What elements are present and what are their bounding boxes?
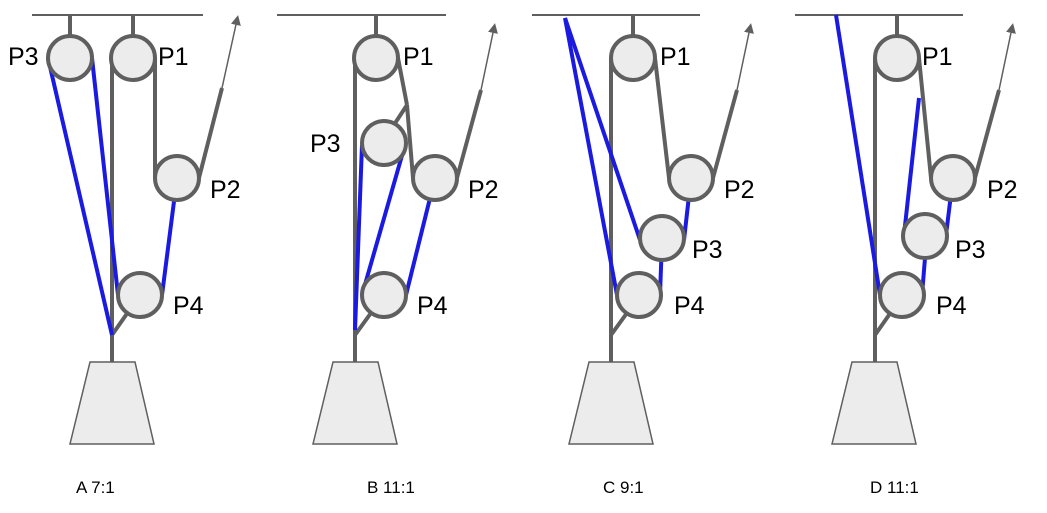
blue-rope-a-1 <box>46 57 114 336</box>
pulley-p2-b <box>411 154 459 202</box>
blue-rope-b-2 <box>360 144 407 296</box>
pulley-p3-a <box>46 34 94 82</box>
pulley-p2-d <box>929 154 977 202</box>
caption-b: B 11:1 <box>367 478 415 497</box>
pulley-p4-d <box>878 271 926 319</box>
option-a: P3 P1 P2 P4 A 7:1 <box>8 14 241 497</box>
pull-arrow-b <box>480 23 498 91</box>
label-p4-d: P4 <box>936 292 967 320</box>
caption-a: A 7:1 <box>76 478 115 497</box>
label-p2-b: P2 <box>468 176 499 204</box>
caption-c: C 9:1 <box>603 478 644 497</box>
blue-rope-d-2 <box>902 97 921 236</box>
pulley-p4-c <box>615 271 663 319</box>
rope-d-2 <box>917 57 933 179</box>
pull-arrow-a <box>221 15 241 89</box>
load-d <box>831 361 917 445</box>
label-p2-d: P2 <box>987 176 1018 204</box>
label-p1-a: P1 <box>158 43 189 71</box>
blue-rope-a-2 <box>90 57 120 296</box>
rope-b-2 <box>396 57 409 106</box>
blue-rope-c-1 <box>563 17 642 241</box>
pulley-p3-d <box>901 212 949 260</box>
pulley-p1-b <box>352 34 400 82</box>
pulley-p1-a <box>109 34 157 82</box>
label-p4-c: P4 <box>674 292 705 320</box>
label-p3-a: P3 <box>8 43 39 71</box>
rope-c-pull <box>711 89 739 179</box>
option-c: P1 P2 P3 P4 C 9:1 <box>532 14 755 497</box>
load-b <box>312 361 398 445</box>
caption-d: D 11:1 <box>870 478 919 497</box>
label-p1-b: P1 <box>403 43 434 71</box>
pulley-p2-c <box>667 154 715 202</box>
pulley-p3-b <box>360 119 408 167</box>
option-b: P1 P3 P2 P4 B 11:1 <box>277 14 499 497</box>
rope-a-pull <box>197 87 224 179</box>
label-p4-b: P4 <box>417 292 448 320</box>
blue-rope-b-1 <box>353 144 364 331</box>
pulley-p4-b <box>360 271 408 319</box>
pull-arrow-c <box>736 23 754 91</box>
pulley-p1-c <box>609 34 657 82</box>
rope-d-pull <box>973 89 1001 179</box>
label-p4-a: P4 <box>173 292 204 320</box>
label-p1-d: P1 <box>922 43 953 71</box>
load-a <box>69 361 155 445</box>
pull-arrow-d <box>998 23 1016 91</box>
pulley-p1-d <box>873 34 921 82</box>
rope-c-2 <box>653 57 671 179</box>
pulley-p4-a <box>116 271 164 319</box>
option-d: P1 P2 P3 P4 D 11:1 <box>795 14 1018 497</box>
label-p2-c: P2 <box>724 176 755 204</box>
label-p3-c: P3 <box>692 236 723 264</box>
rope-b-pull <box>455 89 483 179</box>
label-p2-a: P2 <box>210 176 241 204</box>
load-c <box>568 361 654 445</box>
label-p3-b: P3 <box>310 130 341 158</box>
blue-rope-c-2 <box>563 17 619 296</box>
blue-rope-d-1 <box>834 14 882 296</box>
pulley-p2-a <box>153 154 201 202</box>
rope-b-4 <box>405 104 415 179</box>
label-p3-d: P3 <box>955 236 986 264</box>
pulley-p3-c <box>638 214 686 262</box>
label-p1-c: P1 <box>660 43 691 71</box>
